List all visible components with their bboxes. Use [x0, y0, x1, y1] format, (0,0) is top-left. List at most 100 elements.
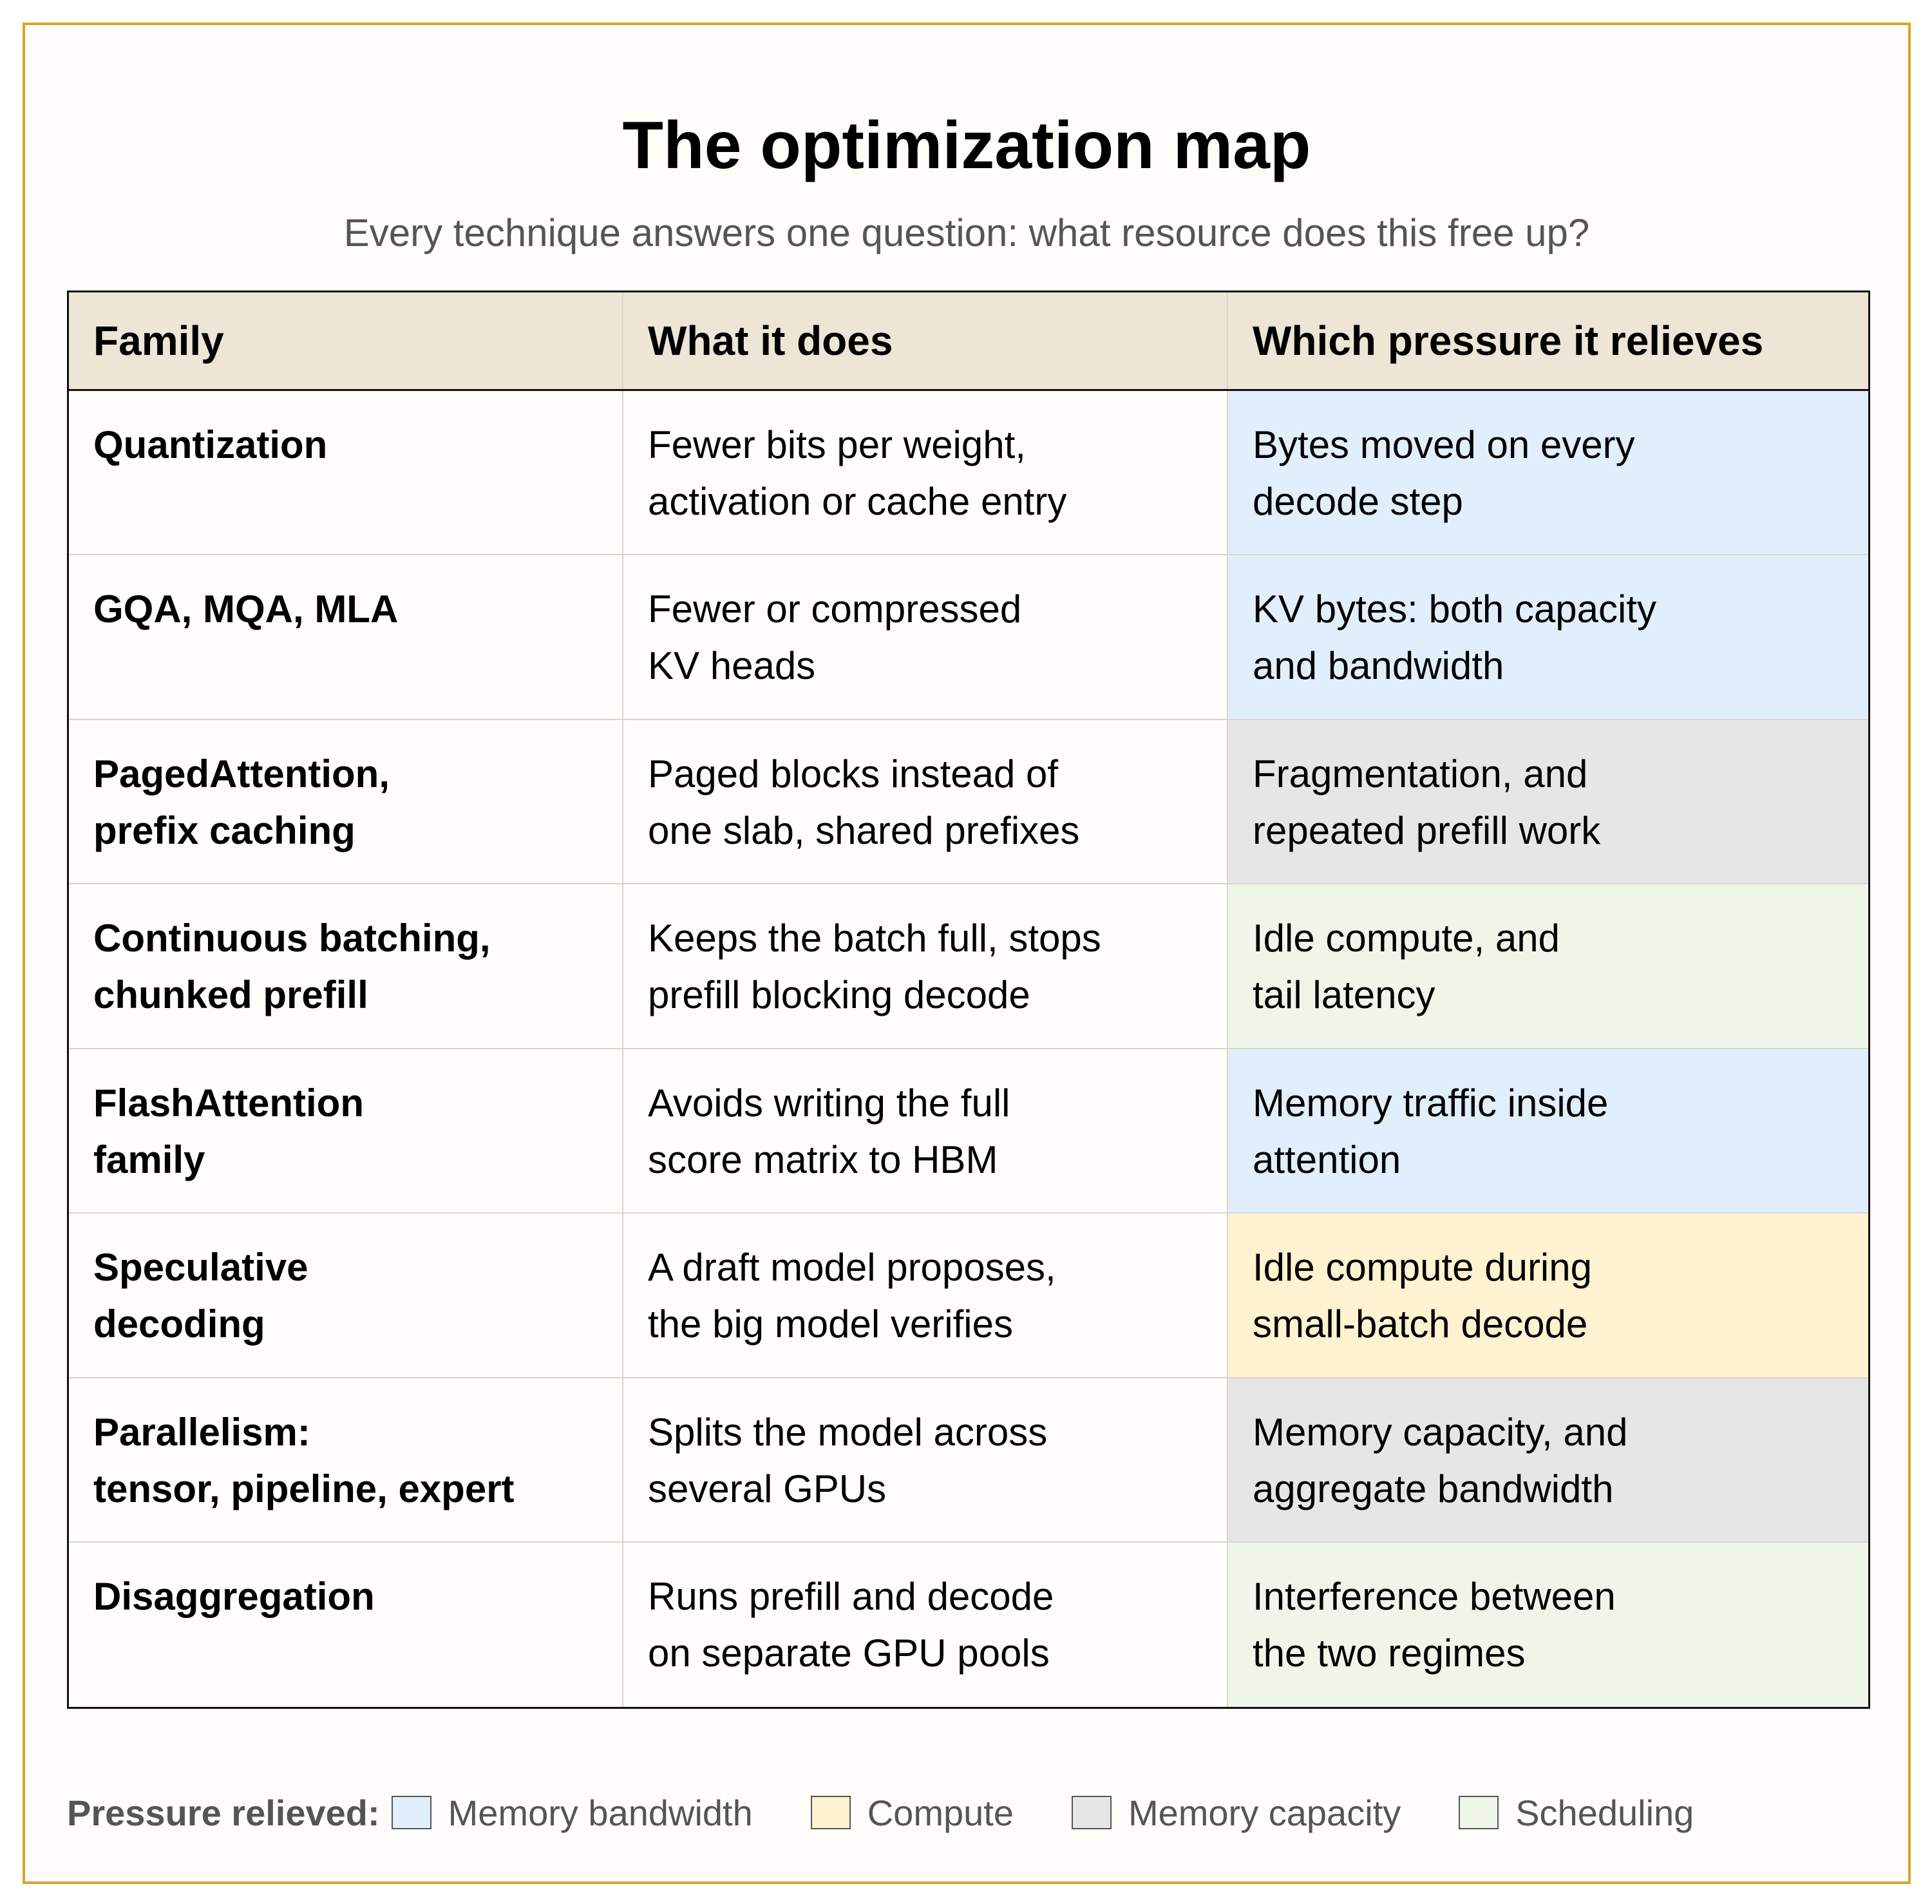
family-cell-line: Speculative: [93, 1246, 308, 1290]
pressure-cell: Bytes moved on every decode step: [1227, 390, 1868, 556]
pressure-cell-line: aggregate bandwidth: [1253, 1467, 1614, 1510]
what-it-does-cell-line: KV heads: [648, 644, 816, 688]
what-it-does-cell-line: Keeps the batch full, stops: [648, 917, 1101, 960]
family-cell: GQA, MQA, MLA: [69, 555, 623, 720]
what-it-does-cell-line: Paged blocks instead of: [648, 752, 1059, 795]
pressure-cell-line: and bandwidth: [1253, 644, 1504, 688]
pressure-cell-line: Memory capacity, and: [1253, 1410, 1628, 1454]
header-what-it-does: What it does: [623, 292, 1228, 391]
pressure-cell: Memory traffic inside attention: [1227, 1048, 1868, 1214]
pressure-cell: KV bytes: both capacity and bandwidth: [1227, 555, 1868, 720]
what-it-does-cell-line: Avoids writing the full: [648, 1081, 1010, 1125]
pressure-cell-line: tail latency: [1253, 973, 1435, 1017]
what-it-does-cell: A draft model proposes, the big model ver…: [623, 1213, 1228, 1378]
pressure-cell-line: Interference between: [1253, 1575, 1616, 1619]
legend-item: Compute: [810, 1792, 1014, 1834]
pressure-cell-line: the two regimes: [1253, 1632, 1526, 1675]
family-cell-line: family: [93, 1138, 205, 1181]
what-it-does-cell-line: several GPUs: [648, 1467, 887, 1510]
what-it-does-cell: Runs prefill and decode on separate GPU p…: [623, 1542, 1228, 1707]
family-cell: PagedAttention, prefix caching: [69, 719, 623, 885]
what-it-does-cell-line: on separate GPU pools: [648, 1632, 1050, 1675]
pressure-cell-line: decode step: [1253, 480, 1463, 523]
what-it-does-cell-line: one slab, shared prefixes: [648, 808, 1080, 852]
what-it-does-cell-line: activation or cache entry: [648, 480, 1067, 523]
legend-item: Memory capacity: [1071, 1792, 1401, 1834]
pressure-cell-line: Memory traffic inside: [1253, 1081, 1609, 1125]
family-cell-line: PagedAttention,: [93, 752, 390, 795]
family-cell: Continuous batching, chunked prefill: [69, 884, 623, 1049]
legend-item: Memory bandwidth: [391, 1792, 753, 1834]
page-title: The optimization map: [622, 108, 1311, 183]
what-it-does-cell-line: Runs prefill and decode: [648, 1575, 1054, 1619]
legend-swatch: [1071, 1796, 1112, 1829]
what-it-does-cell: Fewer bits per weight, activation or cach…: [623, 390, 1228, 556]
header-row: Family What it does Which pressure it re…: [69, 292, 1868, 391]
legend-label: Compute: [867, 1792, 1014, 1833]
legend-items: Memory bandwidth Compute Memory capacity Sc…: [391, 1792, 1752, 1834]
header-family: Family: [69, 292, 623, 391]
pressure-cell-line: small-batch decode: [1253, 1302, 1588, 1346]
legend-swatch: [810, 1796, 851, 1829]
family-cell-line: FlashAttention: [93, 1081, 364, 1125]
pressure-cell: Memory capacity, and aggregate bandwidth: [1227, 1377, 1868, 1543]
table-row: Quantization Fewer bits per weight, activa…: [69, 390, 1868, 556]
table-row: PagedAttention, prefix caching Paged block…: [69, 719, 1868, 885]
what-it-does-cell: Avoids writing the full score matrix to H…: [623, 1048, 1228, 1214]
what-it-does-cell: Keeps the batch full, stops prefill block…: [623, 884, 1228, 1049]
table-row: FlashAttention family Avoids writing the f…: [69, 1048, 1868, 1214]
what-it-does-cell-line: A draft model proposes,: [648, 1246, 1056, 1290]
pressure-cell-line: Fragmentation, and: [1253, 752, 1588, 795]
table: Family What it does Which pressure it re…: [69, 292, 1868, 1707]
figure-frame: The optimization map Every technique ans…: [23, 23, 1911, 1884]
what-it-does-cell-line: Splits the model across: [648, 1410, 1048, 1454]
pressure-cell-line: attention: [1253, 1138, 1401, 1181]
legend-label: Memory bandwidth: [448, 1792, 753, 1833]
what-it-does-cell-line: score matrix to HBM: [648, 1138, 998, 1181]
pressure-cell-line: repeated prefill work: [1253, 808, 1601, 852]
what-it-does-cell: Paged blocks instead of one slab, shared …: [623, 719, 1228, 885]
family-cell-line: chunked prefill: [93, 973, 368, 1017]
family-cell-line: GQA, MQA, MLA: [93, 587, 399, 631]
table-header: Family What it does Which pressure it re…: [69, 292, 1868, 391]
table-row: Disaggregation Runs prefill and decode on …: [69, 1542, 1868, 1707]
family-cell-line: Continuous batching,: [93, 917, 491, 960]
header-pressure: Which pressure it relieves: [1227, 292, 1868, 391]
family-cell: Quantization: [69, 390, 623, 556]
legend-swatch: [391, 1796, 431, 1829]
what-it-does-cell-line: the big model verifies: [648, 1302, 1013, 1346]
legend-swatch: [1459, 1796, 1499, 1829]
pressure-cell-line: Idle compute, and: [1253, 917, 1560, 960]
family-cell: FlashAttention family: [69, 1048, 623, 1214]
what-it-does-cell-line: prefill blocking decode: [648, 973, 1030, 1017]
family-cell-line: Quantization: [93, 423, 328, 466]
table-row: Speculative decoding A draft model propose…: [69, 1213, 1868, 1378]
family-cell: Disaggregation: [69, 1542, 623, 1707]
legend-title: Pressure relieved:: [67, 1792, 380, 1833]
page-subtitle: Every technique answers one question: wh…: [343, 211, 1590, 254]
what-it-does-cell: Fewer or compressed KV heads: [623, 555, 1228, 720]
family-cell-line: decoding: [93, 1302, 265, 1346]
what-it-does-cell-line: Fewer bits per weight,: [648, 423, 1026, 466]
table-row: GQA, MQA, MLA Fewer or compressed KV heads…: [69, 555, 1868, 720]
legend-label: Memory capacity: [1128, 1792, 1401, 1833]
family-cell-line: tensor, pipeline, expert: [93, 1467, 515, 1510]
optimization-table: Family What it does Which pressure it re…: [67, 290, 1870, 1709]
pressure-cell: Fragmentation, and repeated prefill work: [1227, 719, 1868, 885]
legend-label: Scheduling: [1515, 1792, 1694, 1833]
legend: Pressure relieved: Memory bandwidth Compu…: [67, 1787, 1752, 1838]
family-cell-line: prefix caching: [93, 808, 355, 852]
pressure-cell: Idle compute, and tail latency: [1227, 884, 1868, 1049]
pressure-cell: Interference between the two regimes: [1227, 1542, 1868, 1707]
legend-item: Scheduling: [1459, 1792, 1694, 1834]
family-cell: Parallelism: tensor, pipeline, expert: [69, 1377, 623, 1543]
table-row: Continuous batching, chunked prefill Keeps…: [69, 884, 1868, 1049]
what-it-does-cell: Splits the model across several GPUs: [623, 1377, 1228, 1543]
pressure-cell-line: KV bytes: both capacity: [1253, 587, 1657, 631]
family-cell-line: Disaggregation: [93, 1575, 375, 1619]
table-row: Parallelism: tensor, pipeline, expert Spli…: [69, 1377, 1868, 1543]
family-cell-line: Parallelism:: [93, 1410, 310, 1454]
pressure-cell-line: Bytes moved on every: [1253, 423, 1635, 466]
what-it-does-cell-line: Fewer or compressed: [648, 587, 1022, 631]
